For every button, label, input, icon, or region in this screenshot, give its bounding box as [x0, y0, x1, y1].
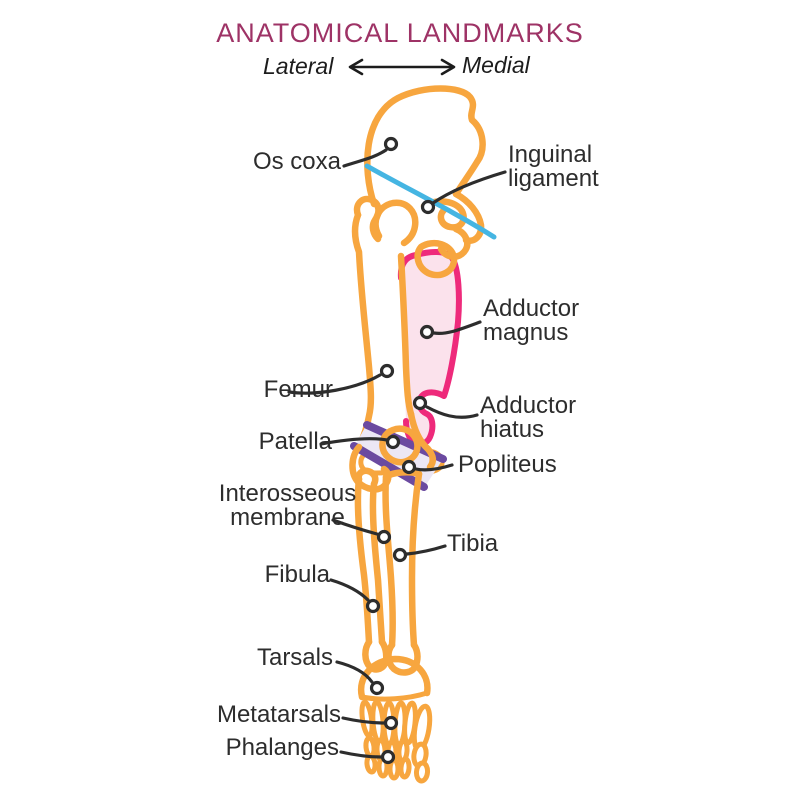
- label-adductor-hiatus: Adductor hiatus: [480, 392, 577, 443]
- leader-adductor-magnus: [419, 320, 482, 340]
- label-femur: Femur: [263, 376, 333, 403]
- hip-joint-detail: [414, 198, 471, 279]
- label-tibia: Tibia: [447, 530, 499, 557]
- leader-metatarsals: [341, 715, 399, 731]
- leader-fibula: [329, 578, 381, 614]
- inguinal-ligament-line: [364, 163, 497, 240]
- os-coxa-bone: [364, 85, 486, 244]
- fibula-bone: [354, 467, 390, 673]
- page-title: ANATOMICAL LANDMARKS: [216, 18, 584, 48]
- phalanges-bone: [363, 735, 431, 784]
- leader-tarsals: [335, 660, 385, 696]
- leader-popliteus: [401, 459, 454, 475]
- double-arrow-icon: [348, 58, 456, 76]
- label-inguinal-ligament: Inguinal ligament: [508, 141, 599, 192]
- label-metatarsals: Metatarsals: [216, 701, 341, 728]
- label-os-coxa: Os coxa: [252, 148, 341, 175]
- orientation-lateral-label: Lateral: [263, 53, 334, 79]
- leader-tibia: [392, 544, 447, 563]
- femur-shaft-medial-edge: [397, 252, 415, 418]
- label-tarsals: Tarsals: [256, 644, 333, 671]
- label-adductor-magnus: Adductor magnus: [483, 295, 580, 346]
- leader-phalanges: [339, 749, 396, 765]
- leader-femur: [287, 363, 395, 395]
- tibia-bone: [382, 469, 423, 676]
- label-interosseous-membrane: Interosseous membrane: [218, 480, 357, 531]
- leader-inguinal-ligament: [420, 170, 507, 215]
- label-patella: Patella: [258, 428, 332, 455]
- leader-adductor-hiatus: [412, 395, 479, 419]
- orientation-medial-label: Medial: [462, 52, 530, 78]
- tarsals-bone: [357, 655, 431, 702]
- label-fibula: Fibula: [264, 561, 330, 588]
- leader-os-coxa: [342, 136, 399, 168]
- leader-interosseous-membrane: [331, 518, 392, 545]
- leader-patella: [319, 434, 401, 450]
- label-phalanges: Phalanges: [225, 734, 339, 761]
- label-popliteus: Popliteus: [458, 451, 557, 478]
